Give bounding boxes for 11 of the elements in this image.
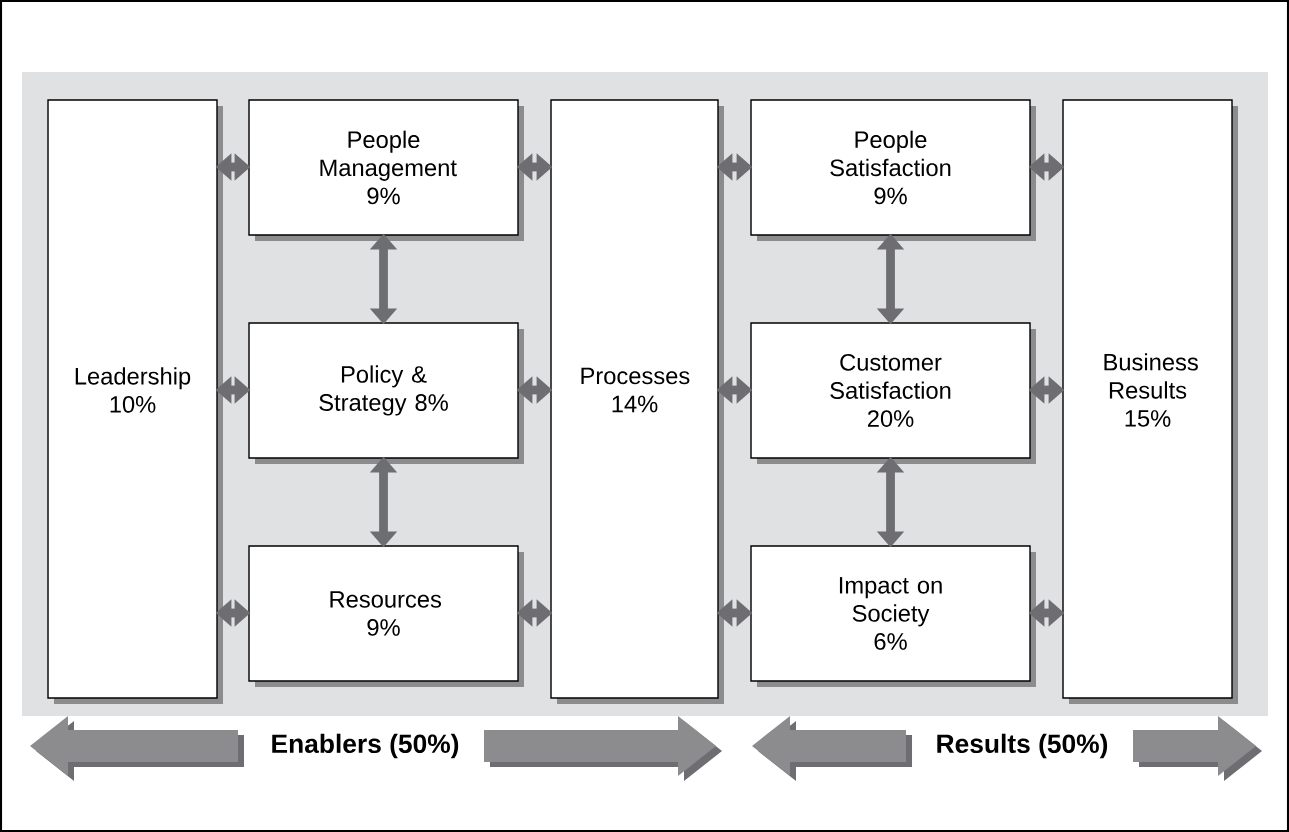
criterion-box: People Satisfaction 9% <box>750 99 1036 241</box>
group-label: Results (50%) <box>937 733 1108 759</box>
pillar-box: Leadership 10% <box>47 99 223 704</box>
criterion-box: Policy & Strategy 8% <box>248 322 524 464</box>
criterion-box: Resources 9% <box>248 545 524 687</box>
pillar-box: Business Results 15% <box>1062 99 1238 704</box>
criterion-box: People Management 9% <box>248 99 524 241</box>
pillar-box: Processes 14% <box>550 99 724 704</box>
group-label: Enablers (50%) <box>272 733 459 759</box>
criterion-box: Customer Satisfaction 20% <box>750 322 1036 464</box>
criterion-box: Impact on Society 6% <box>750 545 1036 687</box>
